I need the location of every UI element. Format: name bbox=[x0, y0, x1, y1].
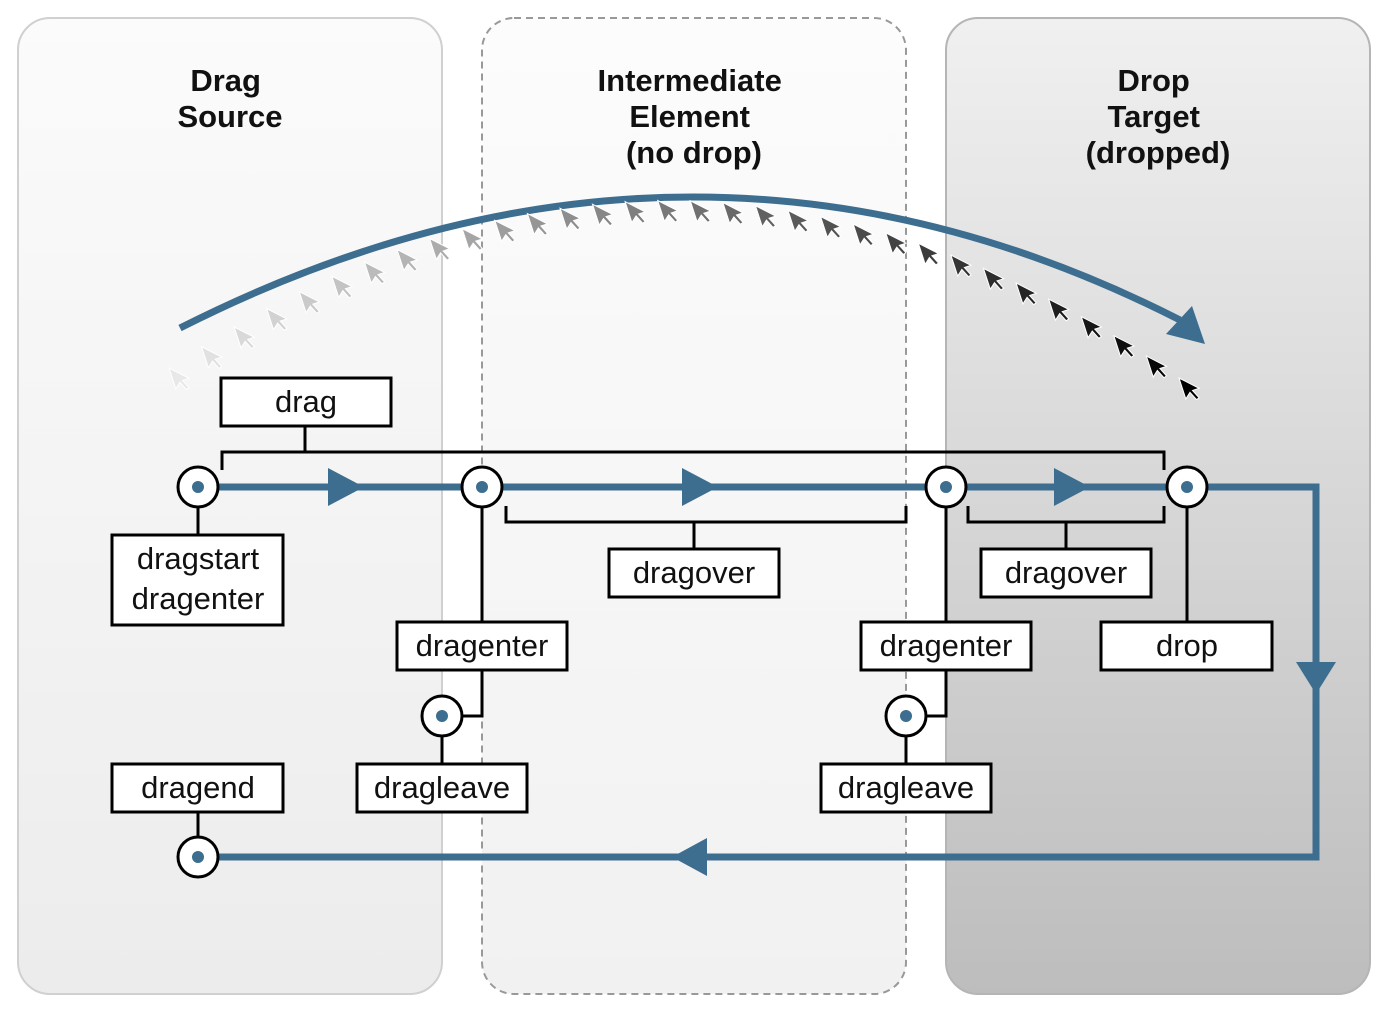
mouse-cursor-icon bbox=[819, 215, 843, 239]
drag-event-box bbox=[219, 376, 393, 428]
mouse-cursor-icon bbox=[950, 254, 973, 278]
dragleave-target-event-label: dragleave bbox=[838, 770, 974, 805]
event-node-icon bbox=[176, 835, 220, 879]
return-down-arrowhead-icon bbox=[1296, 662, 1336, 694]
mouse-cursor-icon bbox=[917, 242, 940, 266]
mouse-cursor-icon bbox=[722, 201, 745, 225]
event-node-icon bbox=[1165, 465, 1209, 509]
drop-target-heading-line-1: Drop bbox=[1118, 63, 1190, 98]
dragenter-intermediate-box bbox=[395, 620, 569, 672]
intermediate-enter-connector bbox=[462, 506, 484, 718]
drag-motion-arc-arrowhead-icon bbox=[1166, 306, 1205, 344]
mouse-cursor-icon bbox=[1145, 355, 1168, 379]
mouse-cursor-icon bbox=[1080, 315, 1103, 340]
mouse-cursor-icon bbox=[493, 219, 517, 243]
mouse-cursor-icon bbox=[1112, 334, 1136, 359]
return-left-arrowhead-icon bbox=[672, 838, 707, 876]
mouse-cursor-icon bbox=[428, 237, 452, 261]
dragenter-intermediate-event-label: dragenter bbox=[416, 628, 549, 663]
mouse-cursor-icon bbox=[787, 209, 810, 233]
drag-event-label: drag bbox=[275, 384, 337, 419]
flow-arrowhead-icon-3 bbox=[1054, 468, 1090, 506]
drag-source-heading-line-1: Drag bbox=[190, 63, 261, 98]
mouse-cursor-icon bbox=[982, 267, 1005, 291]
event-node-icon bbox=[420, 694, 464, 738]
flow-arrowhead-icon-2 bbox=[682, 468, 718, 506]
drag-source-heading: Drag Source bbox=[177, 63, 282, 134]
cursor-trail bbox=[168, 199, 1201, 401]
mouse-cursor-icon bbox=[624, 200, 647, 224]
drag-source-heading-line-2: Source bbox=[177, 99, 282, 134]
dragleave-intermediate-box bbox=[355, 762, 529, 814]
dragover-target-box bbox=[979, 547, 1153, 599]
mouse-cursor-icon bbox=[168, 367, 191, 391]
event-node-icon bbox=[176, 465, 220, 509]
mouse-cursor-icon bbox=[461, 227, 484, 252]
drop-target-heading-line-2: Target bbox=[1107, 99, 1199, 134]
target-enter-connector bbox=[926, 506, 948, 718]
dragstart-dragenter-box bbox=[110, 533, 285, 627]
mouse-cursor-icon bbox=[852, 223, 875, 247]
dragenter-source-event-label: dragenter bbox=[132, 581, 265, 616]
dragover-intermediate-box bbox=[607, 547, 781, 599]
mouse-cursor-icon bbox=[363, 261, 386, 285]
mouse-cursor-icon bbox=[689, 199, 712, 224]
drag-motion-arc bbox=[178, 193, 1182, 332]
mouse-cursor-icon bbox=[233, 326, 256, 350]
dragover-target-event-label: dragover bbox=[1005, 555, 1127, 590]
dragenter-target-box bbox=[859, 620, 1033, 672]
mouse-cursor-icon bbox=[559, 207, 582, 231]
drop-event-box bbox=[1099, 620, 1274, 672]
mouse-cursor-icon bbox=[656, 199, 680, 223]
dragleave-target-box bbox=[819, 762, 993, 814]
intermediate-heading: Intermediate Element (no drop) bbox=[598, 63, 791, 170]
drop-target-heading-line-3: (dropped) bbox=[1086, 135, 1231, 170]
dragend-event-box bbox=[110, 762, 285, 814]
drag-source-panel bbox=[17, 17, 443, 995]
intermediate-heading-line-2: Element bbox=[629, 99, 750, 134]
mouse-cursor-icon bbox=[396, 248, 419, 272]
mouse-cursor-icon bbox=[591, 203, 614, 227]
dragend-event-label: dragend bbox=[141, 770, 255, 805]
drop-target-heading: Drop Target (dropped) bbox=[1086, 63, 1231, 170]
flow-arrowhead-icon-1 bbox=[328, 468, 364, 506]
drop-event-label: drop bbox=[1156, 628, 1218, 663]
dragover-target-bracket bbox=[966, 506, 1166, 549]
mouse-cursor-icon bbox=[265, 307, 289, 332]
dragstart-event-label: dragstart bbox=[137, 541, 260, 576]
mouse-cursor-icon bbox=[1178, 377, 1201, 401]
drag-bracket bbox=[220, 426, 1166, 470]
mouse-cursor-icon bbox=[1015, 282, 1038, 306]
dragleave-intermediate-event-label: dragleave bbox=[374, 770, 510, 805]
mouse-cursor-icon bbox=[298, 290, 321, 315]
mouse-cursor-icon bbox=[526, 212, 549, 236]
dragover-intermediate-event-label: dragover bbox=[633, 555, 755, 590]
mouse-cursor-icon bbox=[884, 231, 908, 256]
intermediate-heading-line-1: Intermediate bbox=[598, 63, 782, 98]
mouse-cursor-icon bbox=[200, 345, 224, 370]
dragenter-target-event-label: dragenter bbox=[880, 628, 1013, 663]
mouse-cursor-icon bbox=[331, 275, 354, 299]
intermediate-heading-line-3: (no drop) bbox=[626, 135, 762, 170]
event-node-icon bbox=[884, 694, 928, 738]
event-node-icon bbox=[924, 465, 968, 509]
event-node-icon bbox=[460, 465, 504, 509]
mouse-cursor-icon bbox=[1047, 298, 1071, 322]
dragover-intermediate-bracket bbox=[504, 506, 908, 549]
mouse-cursor-icon bbox=[754, 204, 777, 229]
